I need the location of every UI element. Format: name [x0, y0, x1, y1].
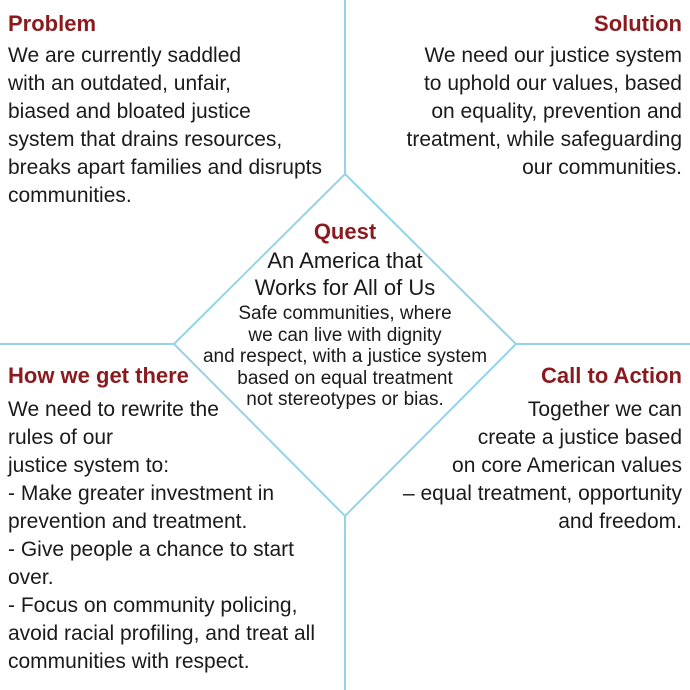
problem-quadrant: Problem We are currently saddled with an… — [8, 10, 358, 210]
problem-text: We are currently saddled with an outdate… — [8, 44, 322, 207]
solution-title: Solution — [594, 11, 682, 36]
quest-subtitle: An America that Works for All of Us — [254, 248, 436, 300]
call-to-action-text: Together we can create a justice based o… — [402, 398, 682, 533]
quest-title: Quest — [313, 219, 377, 244]
how-we-get-there-quadrant: How we get there We need to rewrite the … — [8, 362, 356, 676]
solution-text: We need our justice system to uphold our… — [406, 44, 683, 179]
how-we-get-there-text: We need to rewrite the rules of our just… — [8, 398, 316, 673]
quest-center-diamond: Quest An America that Works for All of U… — [160, 218, 530, 411]
quest-text: Safe communities, where we can live with… — [202, 303, 488, 410]
call-to-action-title: Call to Action — [541, 363, 682, 388]
solution-quadrant: Solution We need our justice system to u… — [342, 10, 683, 182]
how-we-get-there-title: How we get there — [8, 363, 189, 388]
center-diamond-outline — [172, 172, 518, 518]
problem-title: Problem — [8, 11, 97, 36]
call-to-action-quadrant: Call to Action Together we can create a … — [342, 362, 682, 536]
